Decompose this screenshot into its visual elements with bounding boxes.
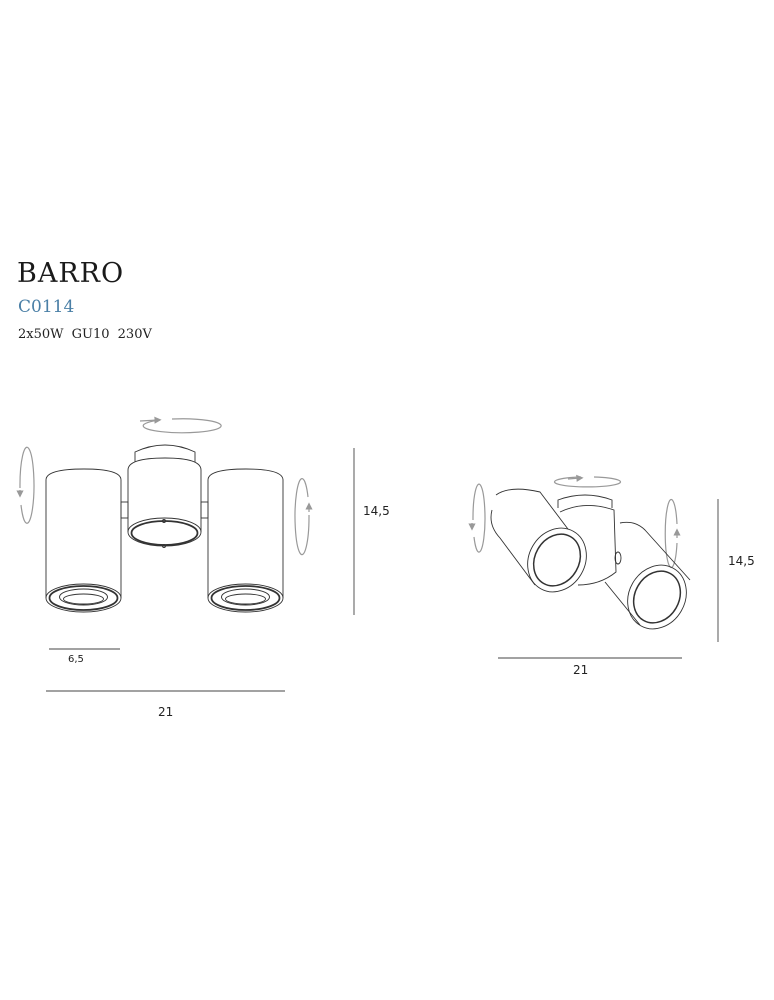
left-spot-head <box>45 468 122 613</box>
product-name: BARRO <box>17 258 125 289</box>
rotate-left-head-arrow-icon <box>16 446 35 524</box>
perspective-width-label: 21 <box>573 663 588 677</box>
right-spot-head <box>604 521 691 630</box>
front-view-drawing <box>16 416 355 692</box>
front-height-label: 14,5 <box>363 504 390 518</box>
right-joint <box>200 501 209 519</box>
rotate-horizontal-arrow-icon <box>139 416 222 434</box>
perspective-height-label: 14,5 <box>728 554 755 568</box>
center-mount <box>557 494 622 586</box>
center-mount <box>127 444 202 548</box>
right-spot-head <box>207 468 284 613</box>
rotate-right-head-arrow-icon <box>664 498 681 569</box>
front-head-width-label: 6,5 <box>68 654 84 665</box>
product-specs: 2x50W GU10 230V <box>18 327 152 342</box>
product-code: C0114 <box>18 297 75 317</box>
perspective-view-drawing <box>468 474 719 659</box>
rotate-right-head-arrow-icon <box>294 478 313 556</box>
front-width-label: 21 <box>158 705 173 719</box>
rotate-left-head-arrow-icon <box>468 483 486 553</box>
left-joint <box>120 501 129 519</box>
rotate-horizontal-arrow-icon <box>553 474 622 488</box>
left-spot-head <box>490 488 587 593</box>
